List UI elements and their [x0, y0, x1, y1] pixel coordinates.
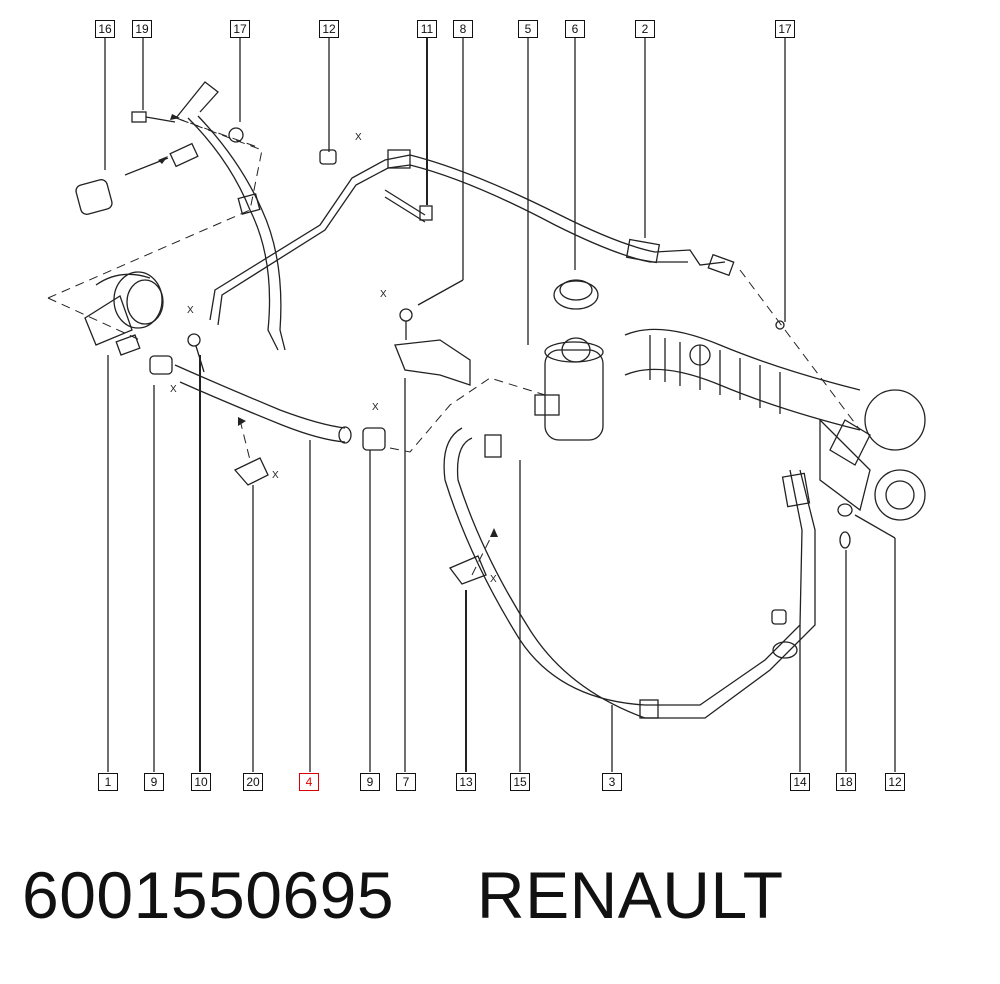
- x-marker: X: [380, 289, 387, 300]
- callout-label: 18: [836, 773, 856, 791]
- callout-label: 7: [396, 773, 416, 791]
- callout-label: 2: [635, 20, 655, 38]
- callout-label: 10: [191, 773, 211, 791]
- callout-label: 8: [453, 20, 473, 38]
- x-marker: X: [355, 132, 362, 143]
- callout-label: 17: [230, 20, 250, 38]
- x-marker: X: [170, 384, 177, 395]
- callout-label: 12: [319, 20, 339, 38]
- callout-label-highlighted: 4: [299, 773, 319, 791]
- brand-name: RENAULT: [476, 858, 784, 932]
- callout-label: 12: [885, 773, 905, 791]
- x-marker: X: [372, 402, 379, 413]
- callout-label: 13: [456, 773, 476, 791]
- callout-label: 20: [243, 773, 263, 791]
- callout-label: 17: [775, 20, 795, 38]
- x-marker: X: [272, 470, 279, 481]
- callout-label: 6: [565, 20, 585, 38]
- callout-label: 14: [790, 773, 810, 791]
- callout-label: 19: [132, 20, 152, 38]
- x-marker: X: [490, 574, 497, 585]
- callout-label: 11: [417, 20, 437, 38]
- callout-label: 3: [602, 773, 622, 791]
- callout-label: 5: [518, 20, 538, 38]
- part-number: 6001550695: [22, 858, 395, 932]
- callout-label: 15: [510, 773, 530, 791]
- callout-label: 16: [95, 20, 115, 38]
- x-marker: X: [187, 305, 194, 316]
- callout-label: 1: [98, 773, 118, 791]
- callout-label: 9: [144, 773, 164, 791]
- footer: 6001550695 RENAULT: [22, 862, 784, 928]
- callout-label: 9: [360, 773, 380, 791]
